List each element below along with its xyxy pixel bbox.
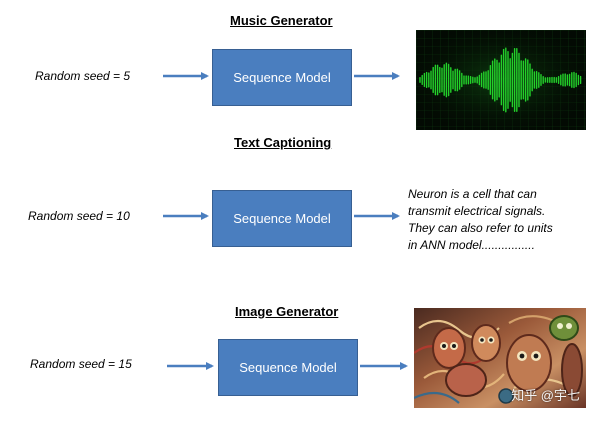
caption-line: They can also refer to units bbox=[408, 221, 553, 235]
music-generator-title: Music Generator bbox=[230, 13, 333, 28]
sequence-model-box-music: Sequence Model bbox=[212, 49, 352, 106]
sequence-model-box-text: Sequence Model bbox=[212, 190, 352, 247]
caption-line: transmit electrical signals. bbox=[408, 204, 546, 218]
sequence-model-box-image: Sequence Model bbox=[218, 339, 358, 396]
image-generator-title: Image Generator bbox=[235, 304, 339, 319]
generated-caption: Neuron is a cell that can transmit elect… bbox=[408, 186, 598, 254]
generated-image: 知乎 @宇七 bbox=[414, 308, 586, 408]
waveform-image bbox=[416, 30, 586, 130]
psychedelic-image-graphic bbox=[414, 308, 586, 408]
seed-label-image: Random seed = 15 bbox=[30, 357, 132, 371]
text-captioning-title: Text Captioning bbox=[234, 135, 332, 150]
watermark-text: 知乎 @宇七 bbox=[511, 388, 580, 403]
waveform-graphic bbox=[416, 30, 586, 130]
seed-label-music: Random seed = 5 bbox=[35, 69, 131, 83]
caption-line: in ANN model................ bbox=[408, 238, 535, 252]
seed-label-text: Random seed = 10 bbox=[28, 209, 130, 223]
caption-line: Neuron is a cell that can bbox=[408, 187, 537, 201]
